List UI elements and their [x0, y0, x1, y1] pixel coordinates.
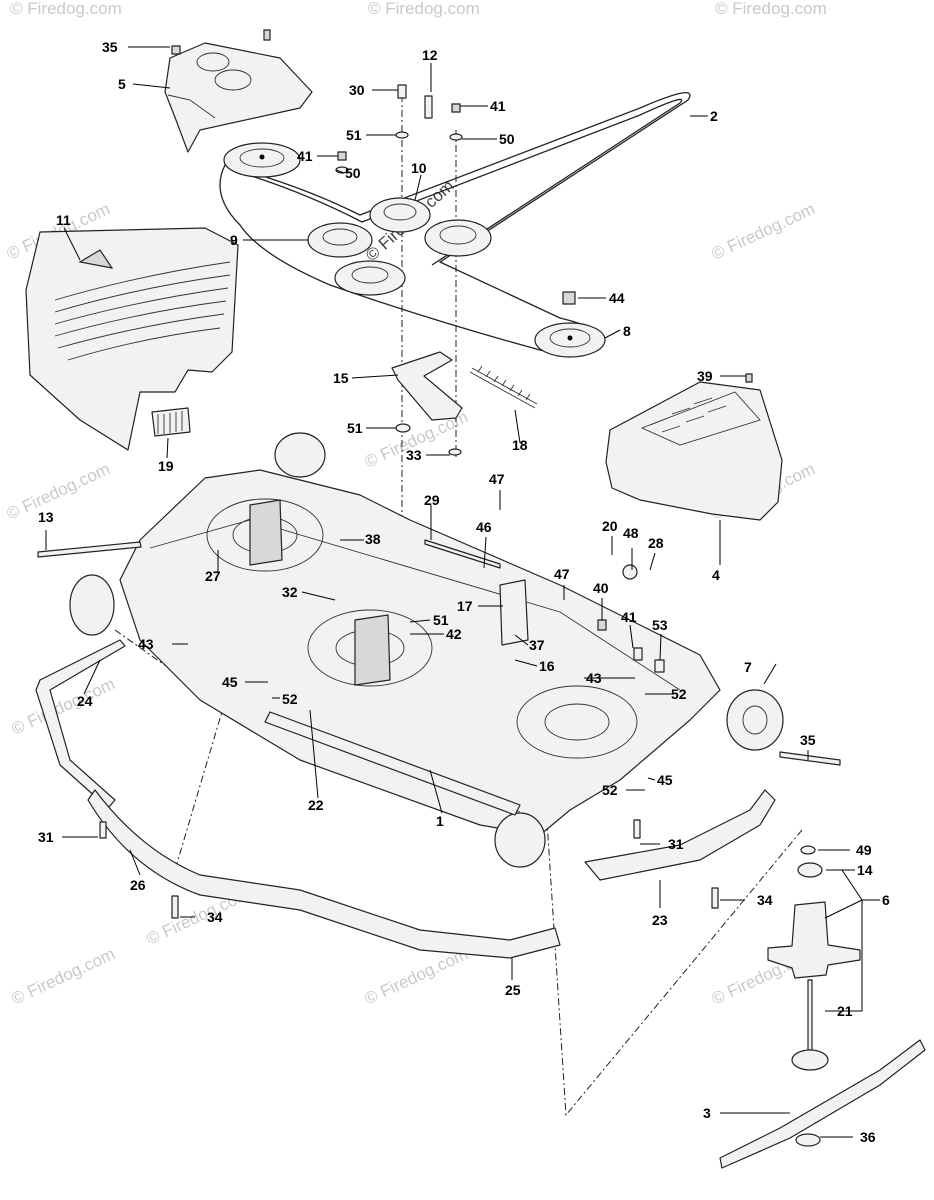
callout-25: 25	[505, 982, 521, 998]
callout-32: 32	[282, 584, 298, 600]
callout-18: 18	[512, 437, 528, 453]
callout-10: 10	[411, 160, 427, 176]
callout-36: 36	[860, 1129, 876, 1145]
callout-53: 53	[652, 617, 668, 633]
callout-41: 41	[490, 98, 506, 114]
spindle-assembly	[767, 845, 861, 1071]
deck-front-cover	[25, 227, 239, 451]
callout-50: 50	[345, 165, 361, 181]
callout-19: 19	[158, 458, 174, 474]
callout-11: 11	[56, 212, 71, 228]
callout-22: 22	[308, 797, 324, 813]
callout-51: 51	[433, 612, 449, 628]
callout-47: 47	[554, 566, 570, 582]
callout-30: 30	[349, 82, 365, 98]
callout-50: 50	[499, 131, 515, 147]
callout-7: 7	[744, 659, 752, 675]
callout-35: 35	[102, 39, 118, 55]
callout-42: 42	[446, 626, 462, 642]
callout-46: 46	[476, 519, 492, 535]
callout-41: 41	[621, 609, 637, 625]
callout-45: 45	[222, 674, 238, 690]
callout-41: 41	[297, 148, 313, 164]
callout-23: 23	[652, 912, 668, 928]
callout-28: 28	[648, 535, 664, 551]
callout-20: 20	[602, 518, 618, 534]
callout-52: 52	[602, 782, 618, 798]
bolt-13	[37, 541, 142, 558]
watermark-text: © Firedog.com	[9, 674, 118, 738]
belt-shield-right	[605, 381, 783, 521]
callout-13: 13	[38, 509, 54, 525]
watermark-text: © Firedog.com	[715, 0, 827, 18]
callout-35: 35	[800, 732, 816, 748]
callout-39: 39	[697, 368, 713, 384]
callout-43: 43	[138, 636, 154, 652]
callout-44: 44	[609, 290, 625, 306]
watermark-text: © Firedog.com	[362, 944, 471, 1008]
callout-leaders	[45, 46, 880, 1138]
deck-baffles	[35, 639, 776, 959]
callout-52: 52	[671, 686, 687, 702]
callout-12: 12	[422, 47, 438, 63]
callout-47: 47	[489, 471, 505, 487]
callout-1: 1	[436, 813, 444, 829]
small-hardware	[99, 29, 841, 919]
callout-21: 21	[837, 1003, 853, 1019]
callout-37: 37	[529, 637, 545, 653]
callout-8: 8	[623, 323, 631, 339]
belt-and-pulleys	[219, 92, 691, 358]
callout-31: 31	[38, 829, 54, 845]
callout-48: 48	[623, 525, 639, 541]
callout-labels: 35 5 12 30 41 2 51 50 41 50 10 9 11 44 8…	[38, 39, 890, 1145]
watermark-text: © Firedog.com	[4, 459, 113, 523]
callout-43: 43	[586, 670, 602, 686]
callout-26: 26	[130, 877, 146, 893]
callout-27: 27	[205, 568, 221, 584]
callout-5: 5	[118, 76, 126, 92]
callout-49: 49	[856, 842, 872, 858]
idler-bracket-and-spring	[391, 351, 538, 421]
callout-14: 14	[857, 862, 873, 878]
callout-40: 40	[593, 580, 609, 596]
callout-34: 34	[757, 892, 773, 908]
callout-34: 34	[207, 909, 223, 925]
callout-51: 51	[347, 420, 363, 436]
deck-wheels	[69, 432, 784, 868]
callout-17: 17	[457, 598, 473, 614]
callout-15: 15	[333, 370, 349, 386]
callout-9: 9	[230, 232, 238, 248]
callout-52: 52	[282, 691, 298, 707]
callout-2: 2	[710, 108, 718, 124]
callout-51: 51	[346, 127, 362, 143]
callout-31: 31	[668, 836, 684, 852]
callout-33: 33	[406, 447, 422, 463]
brush-part	[151, 407, 191, 437]
callout-38: 38	[365, 531, 381, 547]
callout-24: 24	[77, 693, 93, 709]
callout-3: 3	[703, 1105, 711, 1121]
watermark-text: © Firedog.com	[10, 0, 122, 18]
callout-29: 29	[424, 492, 440, 508]
watermark-text: © Firedog.com	[368, 0, 480, 18]
callout-45: 45	[657, 772, 673, 788]
callout-6: 6	[882, 892, 890, 908]
watermark-text: © Firedog.com	[709, 199, 818, 263]
belt-shield-left	[164, 42, 313, 153]
callout-16: 16	[539, 658, 555, 674]
callout-4: 4	[712, 567, 720, 583]
mower-deck-housing	[119, 469, 721, 836]
watermark-text: © Firedog.com	[9, 944, 118, 1008]
cutter-blade	[719, 1039, 926, 1169]
